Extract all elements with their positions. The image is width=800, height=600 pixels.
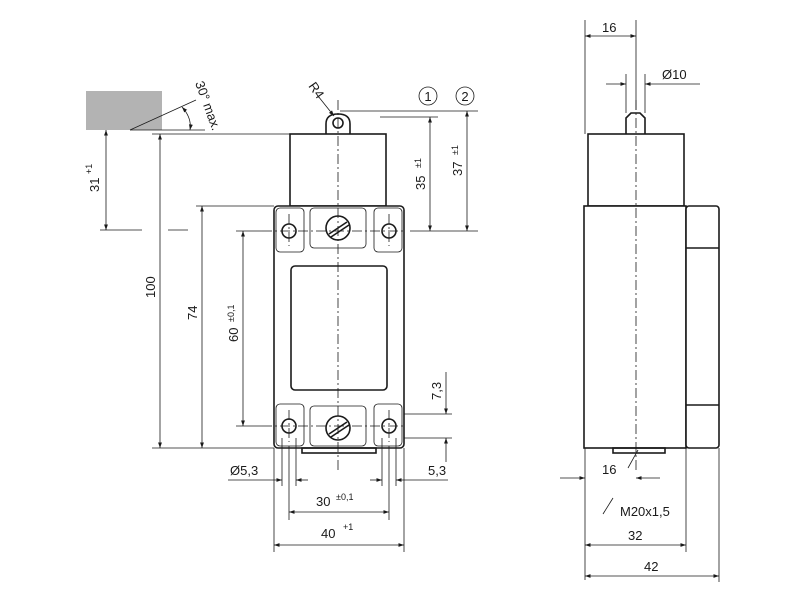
- dim-7-3: 7,3: [429, 382, 444, 400]
- side-view: [583, 100, 720, 470]
- actuating-cam: [86, 91, 205, 131]
- angle-label: 30° max.: [192, 79, 224, 132]
- dim-side-16-bottom: 16: [602, 462, 616, 477]
- plunger-tip: [625, 112, 646, 134]
- housing-body: [273, 205, 405, 449]
- dim-30-tol: ±0,1: [336, 492, 353, 502]
- side-cover: [685, 205, 720, 449]
- cover-window: [290, 265, 388, 391]
- dim-side-32: 32: [628, 528, 642, 543]
- dim-thread: M20x1,5: [620, 504, 670, 519]
- mount-pocket-bottom-right: [373, 403, 403, 447]
- dim-40-tol: +1: [343, 522, 353, 532]
- dim-hole-diameter: Ø5,3: [230, 463, 258, 478]
- callout-circle-2: [455, 86, 475, 106]
- dim-35-tol: ±1: [413, 158, 423, 168]
- dim-100: 100: [143, 276, 158, 298]
- dim-60-tol: ±0,1: [226, 305, 236, 322]
- dim-side-d10: Ø10: [662, 67, 687, 82]
- dim-60: 60: [226, 328, 241, 342]
- dim-37: 37: [450, 162, 465, 176]
- callout-2: 2: [461, 89, 468, 104]
- side-housing: [583, 205, 687, 449]
- dim-74: 74: [185, 306, 200, 320]
- radius-label: R4: [306, 79, 328, 101]
- mount-pocket-top-left: [275, 207, 305, 253]
- front-view: [262, 100, 405, 470]
- conduit-stub-side: [612, 447, 666, 454]
- dim-30: 30: [316, 494, 330, 509]
- dim-31-tol: +1: [84, 164, 94, 174]
- dim-31: 31: [87, 178, 102, 192]
- callout-circle-1: [418, 86, 438, 106]
- mount-pocket-bottom-left: [275, 403, 305, 447]
- mount-pocket-top-right: [373, 207, 403, 253]
- callout-1: 1: [424, 89, 431, 104]
- dim-35: 35: [413, 176, 428, 190]
- dim-5-3: 5,3: [428, 463, 446, 478]
- conduit-stub-front: [301, 447, 377, 454]
- dim-40: 40: [321, 526, 335, 541]
- dim-37-tol: ±1: [450, 145, 460, 155]
- dim-side-42: 42: [644, 559, 658, 574]
- dim-side-16-top: 16: [602, 20, 616, 35]
